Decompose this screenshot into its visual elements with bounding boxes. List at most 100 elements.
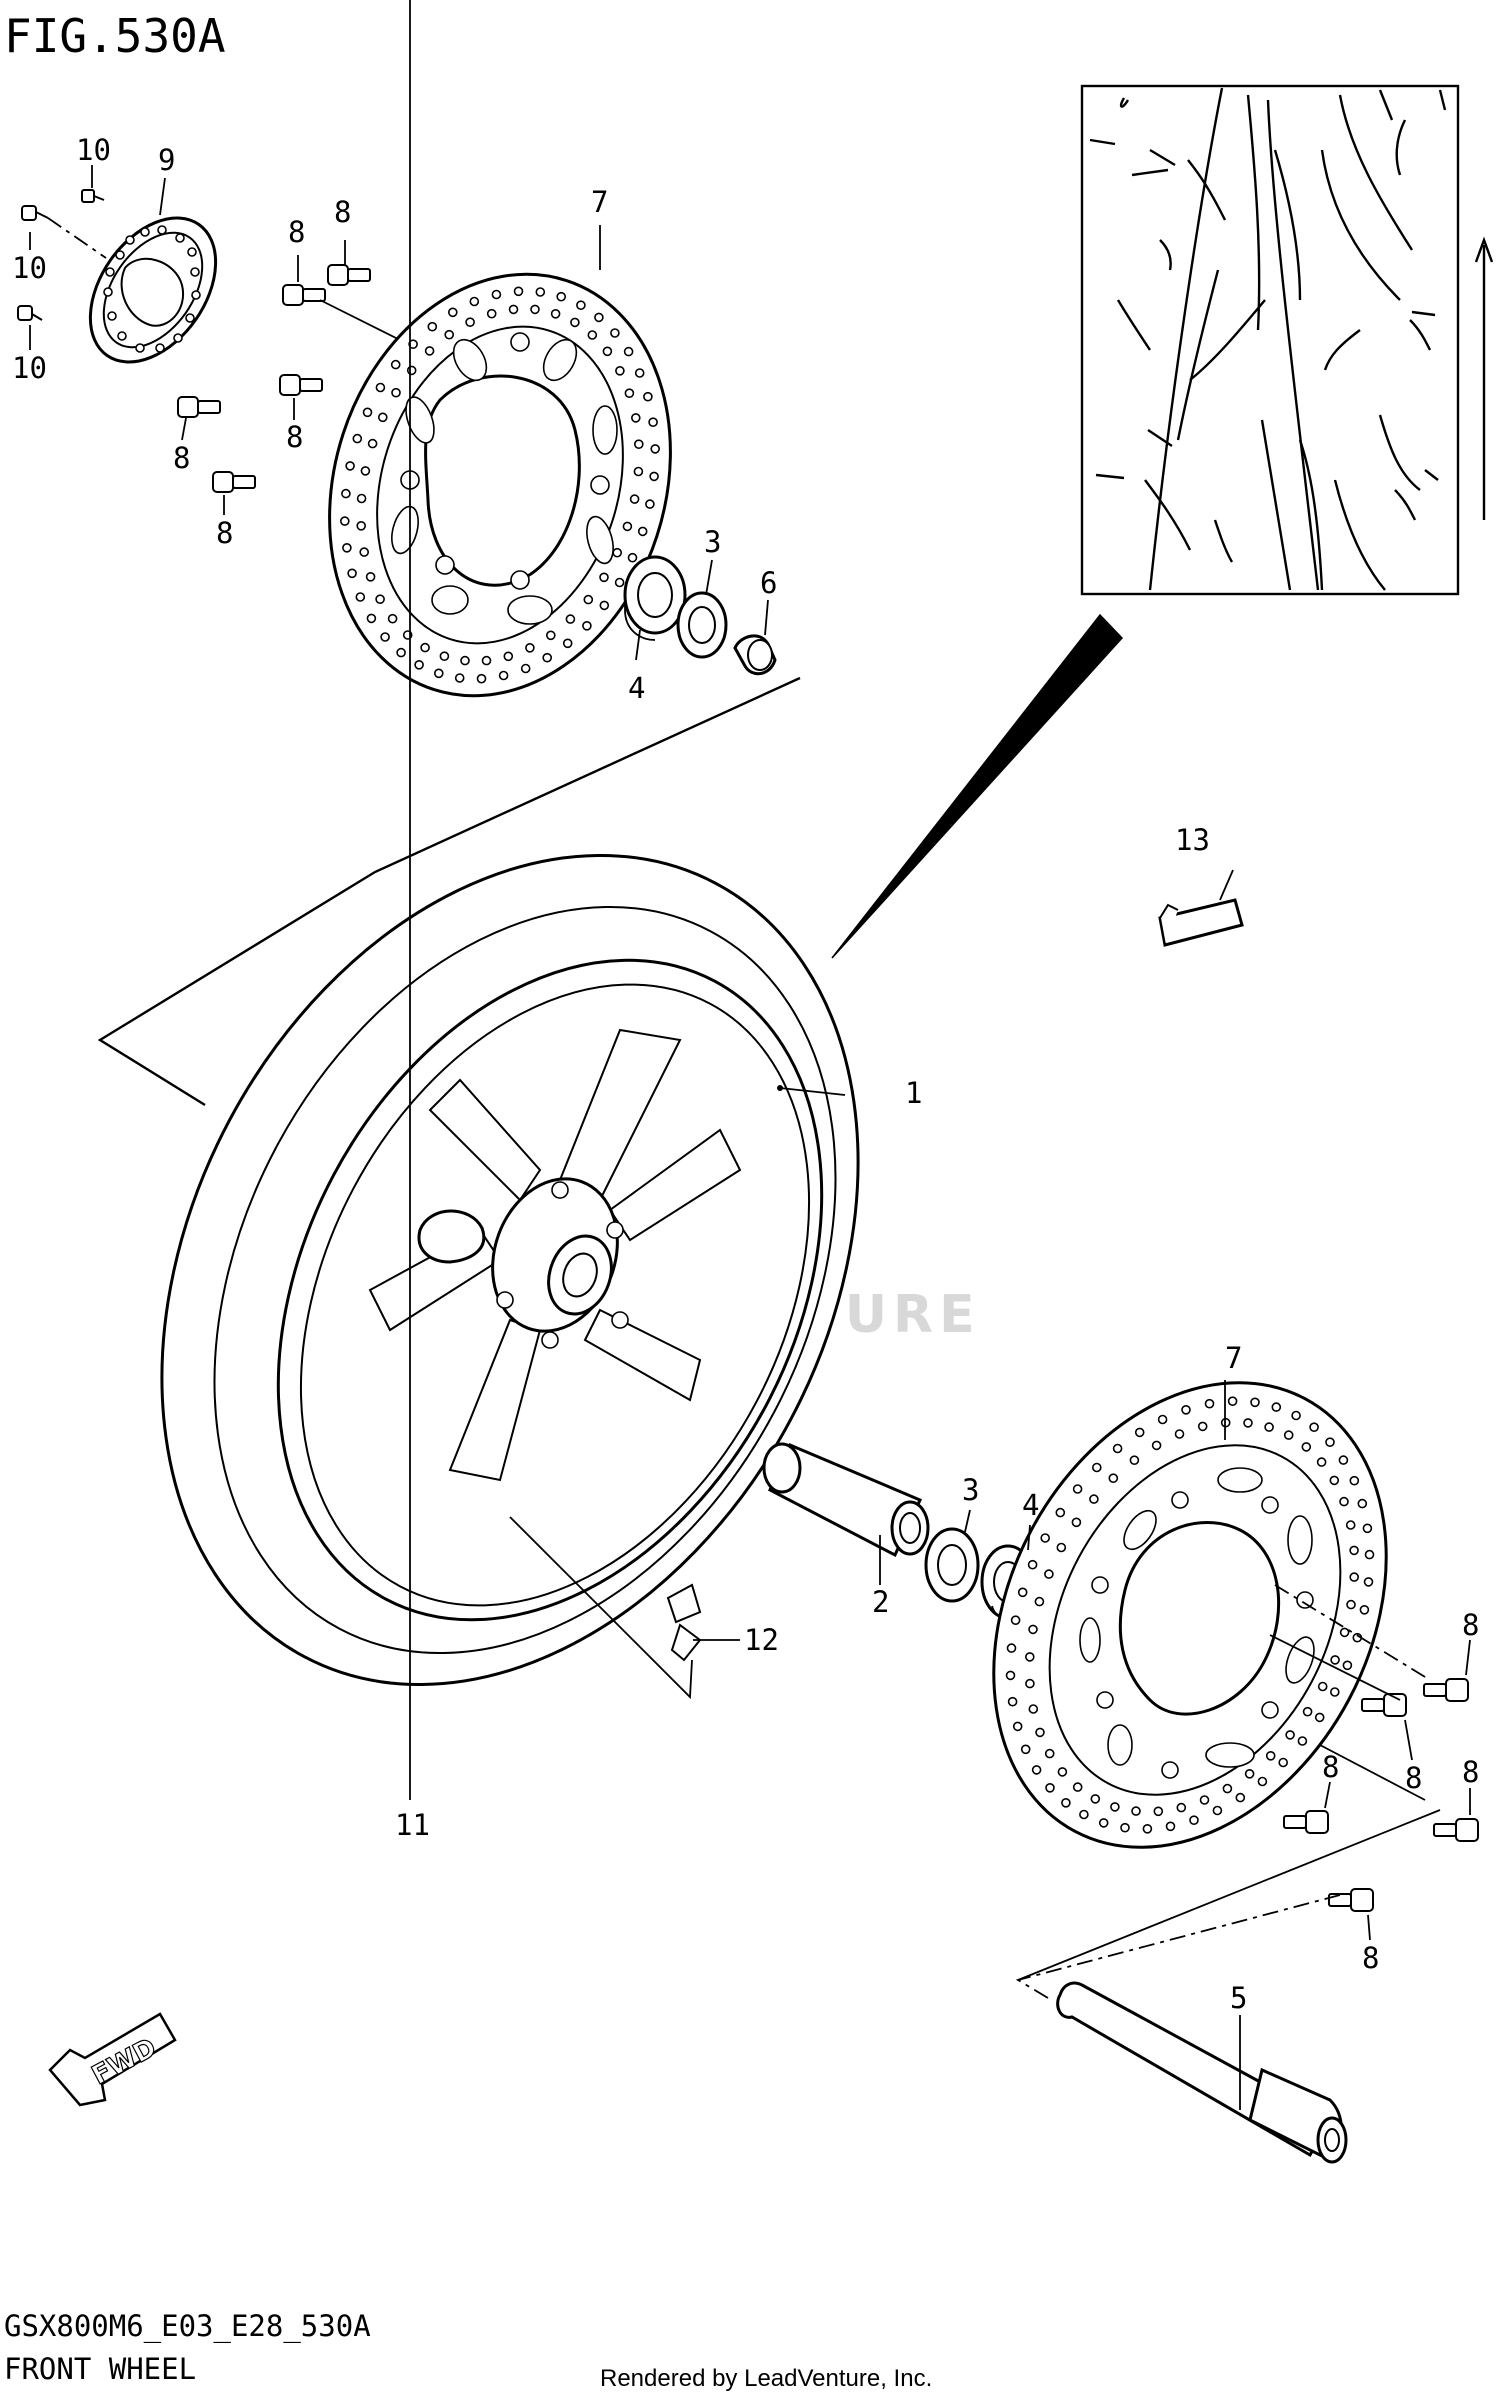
disc-perforation bbox=[1061, 1798, 1071, 1808]
disc-perforation bbox=[1108, 1473, 1119, 1483]
callout-1: 1 bbox=[905, 1076, 922, 1110]
disc-perforation bbox=[1283, 1430, 1294, 1440]
callout-7: 7 bbox=[591, 185, 608, 219]
disc-perforation bbox=[503, 651, 514, 662]
model-code: GSX800M6_E03_E28_530A bbox=[4, 2309, 371, 2344]
disc-perforation bbox=[634, 368, 645, 378]
disc-perforation bbox=[1057, 1767, 1068, 1777]
disc-perforation bbox=[1131, 1806, 1141, 1816]
disc-perforation bbox=[1028, 1624, 1038, 1635]
disc-perforation bbox=[1027, 1559, 1038, 1570]
disc-perforation bbox=[1362, 1523, 1373, 1534]
disc-perforation bbox=[1005, 1670, 1016, 1681]
disc-perforation bbox=[366, 613, 377, 624]
disc-perforation bbox=[1309, 1422, 1319, 1432]
disc-perforation bbox=[1129, 1455, 1140, 1465]
disc-perforation bbox=[465, 317, 475, 328]
disc-perforation bbox=[454, 673, 465, 683]
disc-perforation bbox=[627, 552, 638, 563]
disc-perforation bbox=[576, 300, 586, 311]
disc-perforation bbox=[649, 471, 659, 482]
callout-9: 9 bbox=[158, 143, 175, 177]
disc-perforation bbox=[1189, 1815, 1199, 1825]
fwd-arrow-icon: FWD bbox=[48, 2012, 177, 2107]
disc-perforation bbox=[637, 526, 648, 537]
disc-perforation bbox=[1007, 1696, 1018, 1707]
disc-perforation bbox=[1257, 1776, 1268, 1787]
disc-perforation bbox=[1359, 1605, 1370, 1615]
disc-perforation bbox=[623, 346, 634, 357]
disc-perforation bbox=[633, 439, 644, 450]
disc-perforation bbox=[1112, 1443, 1123, 1454]
disc-perforation bbox=[1012, 1721, 1023, 1732]
disc-perforation bbox=[1301, 1442, 1312, 1452]
callout-8: 8 bbox=[1462, 1608, 1479, 1642]
disc-perforation bbox=[1151, 1440, 1162, 1451]
disc-perforation bbox=[342, 542, 352, 553]
disc-perforation bbox=[1090, 1794, 1101, 1804]
disc-perforation bbox=[1291, 1410, 1301, 1421]
callout-8: 8 bbox=[1405, 1761, 1422, 1795]
disc-perforation bbox=[614, 577, 625, 588]
disc-perforation bbox=[367, 438, 378, 449]
callout-10: 10 bbox=[12, 251, 47, 285]
disc-perforation bbox=[486, 308, 497, 319]
callout-8: 8 bbox=[286, 420, 303, 454]
sensor-ring-assembly bbox=[17, 189, 218, 364]
disc-perforation bbox=[375, 382, 386, 393]
disc-perforation bbox=[1349, 1545, 1359, 1556]
disc-perforation bbox=[390, 359, 401, 370]
disc-perforation bbox=[1329, 1475, 1340, 1486]
disc-perforation bbox=[1055, 1507, 1066, 1518]
bearing-group-top bbox=[623, 555, 777, 676]
disc-perforation bbox=[406, 365, 417, 376]
disc-perforation bbox=[1044, 1569, 1054, 1579]
disc-perforation bbox=[1349, 1475, 1360, 1486]
disc-perforation bbox=[610, 328, 620, 338]
disc-perforation bbox=[1339, 1496, 1349, 1507]
rendered-by: Rendered by LeadVenture, Inc. bbox=[600, 2365, 932, 2392]
leader-lines bbox=[29, 0, 1471, 2110]
disc-perforation bbox=[1071, 1517, 1082, 1528]
disc-perforation bbox=[1339, 1627, 1350, 1638]
disc-perforation bbox=[1056, 1542, 1067, 1553]
disc-perforation bbox=[1089, 1494, 1099, 1504]
disc-perforation bbox=[1110, 1802, 1120, 1812]
disc-perforation bbox=[1199, 1795, 1210, 1805]
brake-disc-bottom bbox=[992, 1381, 1388, 1849]
disc-perforation bbox=[565, 614, 576, 624]
callout-13: 13 bbox=[1175, 823, 1210, 857]
disc-perforation bbox=[643, 391, 653, 402]
disc-perforation bbox=[1345, 1520, 1356, 1530]
disc-perforation bbox=[1278, 1757, 1288, 1768]
disc-perforation bbox=[1176, 1802, 1187, 1813]
callout-10: 10 bbox=[76, 133, 111, 167]
disc-perforation bbox=[624, 388, 635, 399]
disc-perforation bbox=[356, 520, 367, 531]
disc-perforation bbox=[460, 655, 470, 666]
disc-perforation bbox=[1316, 1457, 1327, 1467]
disc-perforation bbox=[615, 365, 625, 376]
disc-perforation bbox=[1153, 1806, 1164, 1817]
disc-perforation bbox=[356, 493, 367, 504]
disc-perforation bbox=[414, 659, 424, 670]
disc-perforation bbox=[520, 663, 531, 674]
disc-perforation bbox=[535, 287, 546, 297]
disc-perforation bbox=[1006, 1643, 1017, 1653]
disc-perforation bbox=[362, 407, 373, 418]
disc-perforation bbox=[1092, 1462, 1102, 1473]
disc-perforation bbox=[1017, 1587, 1028, 1598]
disc-perforation bbox=[1317, 1681, 1328, 1692]
callout-7: 7 bbox=[1225, 1341, 1242, 1375]
disc-perforation bbox=[1330, 1655, 1340, 1665]
disc-perforation bbox=[1346, 1599, 1356, 1610]
disc-perforation bbox=[1031, 1765, 1042, 1775]
axle-spacer bbox=[762, 1442, 930, 1558]
disc-perforation bbox=[630, 413, 641, 423]
disc-perforation bbox=[391, 387, 401, 398]
callout-8: 8 bbox=[1362, 1941, 1379, 1975]
disc-perforation bbox=[1174, 1429, 1185, 1439]
disc-perforation bbox=[1072, 1484, 1083, 1494]
callout-3: 3 bbox=[704, 525, 721, 559]
